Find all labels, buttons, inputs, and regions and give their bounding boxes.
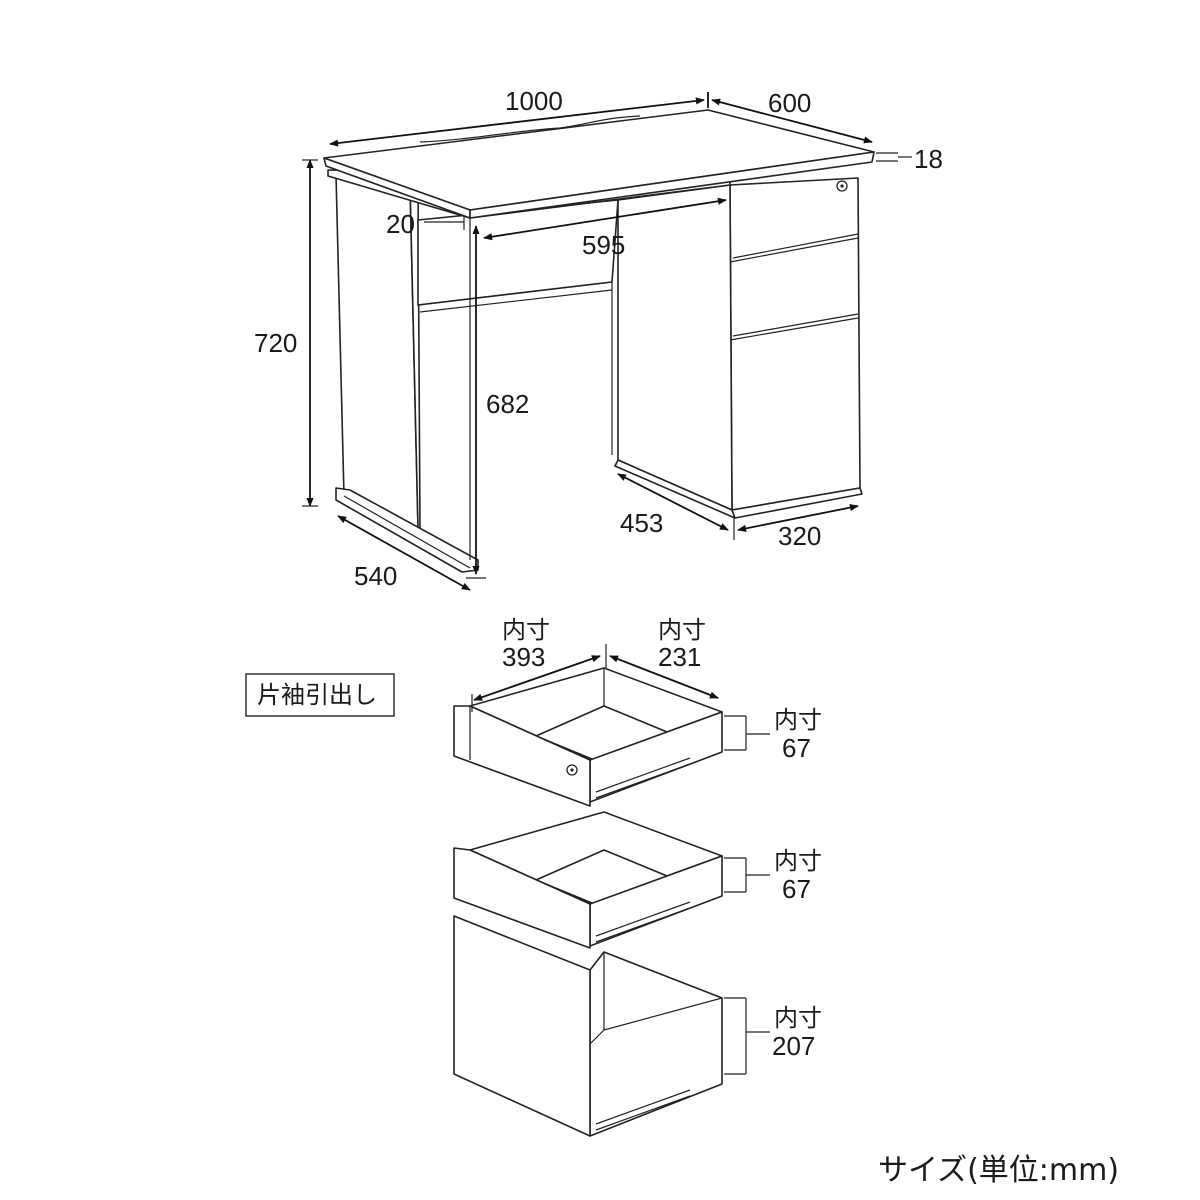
desk-illustration bbox=[323, 109, 875, 573]
drawer-2 bbox=[453, 811, 723, 949]
dim-top-thickness: 18 bbox=[914, 144, 943, 174]
inner-depth-label: 内寸 bbox=[502, 616, 550, 644]
inner-width-value: 231 bbox=[658, 642, 701, 672]
drawer-divider-1 bbox=[729, 237, 859, 263]
drawer-dimension-labels: 内寸 393 内寸 231 内寸 67 内寸 67 内寸 207 bbox=[502, 616, 822, 1061]
drawer-1-height-value: 67 bbox=[782, 733, 811, 763]
drawer-dimensions bbox=[471, 644, 770, 1075]
desk-dimensions bbox=[302, 92, 912, 591]
dim-depth: 600 bbox=[768, 88, 811, 118]
drawer-3-height-label: 内寸 bbox=[774, 1004, 822, 1032]
size-caption: サイズ(単位:mm) bbox=[878, 1153, 1119, 1188]
drawer-2-height-value: 67 bbox=[782, 874, 811, 904]
drawers-title-box: 片袖引出し bbox=[245, 673, 395, 717]
dim-front-rail: 20 bbox=[386, 209, 415, 239]
drawers-title: 片袖引出し bbox=[257, 681, 377, 709]
drawer-1-height-label: 内寸 bbox=[774, 706, 822, 734]
dim-knee-height: 682 bbox=[486, 389, 529, 419]
inner-width-label: 内寸 bbox=[658, 616, 706, 644]
dim-pedestal-depth: 453 bbox=[620, 508, 663, 538]
pedestal-side bbox=[729, 177, 861, 511]
drawer-1 bbox=[453, 667, 723, 807]
dim-pedestal-width: 320 bbox=[778, 521, 821, 551]
drawer-2-height-label: 内寸 bbox=[774, 847, 822, 875]
drawer-3 bbox=[453, 915, 723, 1137]
dim-leg-depth: 540 bbox=[354, 561, 397, 591]
dim-width: 1000 bbox=[505, 86, 563, 116]
dim-height: 720 bbox=[254, 328, 297, 358]
pedestal-front bbox=[617, 184, 733, 511]
drawer-3-height-value: 207 bbox=[772, 1031, 815, 1061]
dim-knee-width: 595 bbox=[582, 230, 625, 260]
inner-depth-value: 393 bbox=[502, 642, 545, 672]
drawer-divider-2 bbox=[729, 317, 859, 341]
desk-dimension-labels: 1000 600 18 20 595 720 682 540 453 320 bbox=[254, 86, 943, 591]
